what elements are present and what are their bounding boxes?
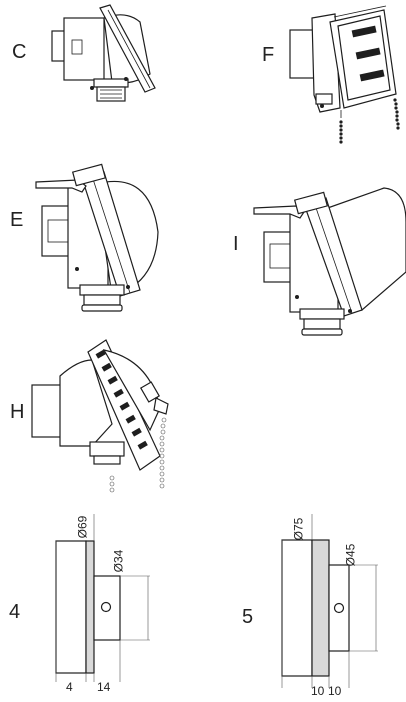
section-5-width-1: 10: [311, 684, 325, 698]
head-f-drawing: [289, 5, 400, 144]
section-label-5: 5: [242, 606, 254, 628]
head-label-c: C: [12, 41, 27, 63]
section-4-width-1: 4: [66, 680, 73, 694]
section-4-drawing: [55, 514, 150, 682]
section-4-outer-diameter: Ø69: [75, 515, 90, 539]
section-5-outer-diameter: Ø75: [291, 517, 306, 541]
section-4-width-2: 14: [97, 680, 111, 694]
head-e-drawing: [35, 163, 159, 312]
head-label-h: H: [10, 401, 25, 423]
head-i-drawing: [253, 187, 406, 336]
head-label-e: E: [10, 209, 24, 231]
head-c-drawing: [51, 4, 156, 102]
section-5-width-2: 10: [328, 684, 342, 698]
head-label-i: I: [233, 233, 239, 255]
section-4-inner-diameter: Ø34: [111, 549, 126, 573]
section-label-4: 4: [9, 601, 21, 623]
head-h-drawing: [31, 339, 169, 493]
section-5-drawing: [281, 514, 378, 688]
head-label-f: F: [262, 44, 275, 66]
section-5-inner-diameter: Ø45: [343, 543, 358, 567]
